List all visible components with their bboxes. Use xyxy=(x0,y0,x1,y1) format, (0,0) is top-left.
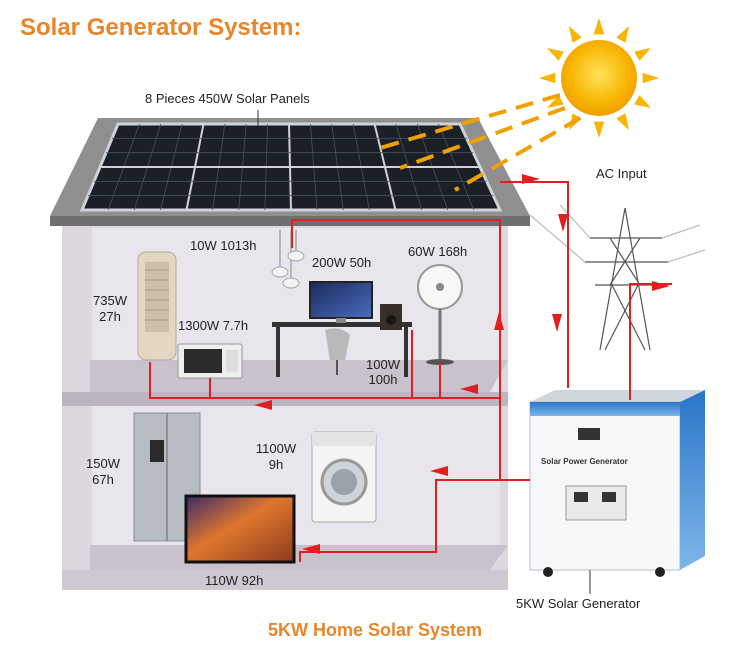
page-title: Solar Generator System: xyxy=(20,14,302,41)
stand-fan xyxy=(417,264,463,365)
generator-display xyxy=(578,428,600,440)
upper-floor xyxy=(90,360,508,392)
solar-panel-array xyxy=(79,122,503,212)
office-chair xyxy=(325,328,350,360)
solar-generator xyxy=(529,390,705,577)
speaker-hours-label: 100h xyxy=(368,372,398,387)
refrigerator xyxy=(133,412,201,542)
tv-label: 110W 92h xyxy=(205,573,264,588)
generator-label: 5KW Solar Generator xyxy=(516,596,641,611)
roof-edge xyxy=(50,216,530,226)
tower-air-conditioner xyxy=(137,251,177,361)
grid-to-generator-wire xyxy=(629,283,672,400)
computer-monitor xyxy=(309,281,373,319)
upper-feed-wire xyxy=(291,219,530,481)
microwave xyxy=(177,343,243,379)
lower-loop-wire xyxy=(299,479,530,562)
sun-ray xyxy=(616,113,629,130)
light-bulb-1 xyxy=(271,266,289,278)
washing-machine xyxy=(311,431,377,523)
tower-ac-power-label: 735W xyxy=(93,293,127,308)
arrow-left-1 xyxy=(460,384,478,394)
solar-panels-label: 8 Pieces 450W Solar Panels xyxy=(145,91,310,106)
arrow-right-1 xyxy=(522,174,540,184)
sun-disc xyxy=(561,40,637,116)
tower-ac-grille xyxy=(145,262,169,332)
fridge-power-label: 150W xyxy=(86,456,120,471)
fridge-hours-label: 67h xyxy=(92,472,114,487)
arrow-left-2 xyxy=(254,400,272,410)
computer-label: 200W 50h xyxy=(312,255,372,270)
tv-screen xyxy=(184,494,296,564)
sun xyxy=(379,18,659,192)
microwave-label: 1300W 7.7h xyxy=(178,318,249,333)
sun-ray xyxy=(547,95,564,108)
sun-ray xyxy=(539,72,556,84)
sunbeam-1 xyxy=(379,93,561,150)
sunbeam-3 xyxy=(454,116,581,192)
sun-ray xyxy=(634,95,651,108)
house-base xyxy=(62,570,508,590)
microwave-door xyxy=(184,349,222,373)
computer-desk xyxy=(272,281,412,377)
sun-ray xyxy=(634,48,651,61)
arrow-up-1 xyxy=(494,312,504,330)
sun-ray xyxy=(642,72,659,84)
flow-arrows xyxy=(254,174,670,554)
arrow-right-2 xyxy=(652,281,670,291)
ac-input-label: AC Input xyxy=(596,166,647,181)
generator-top xyxy=(530,390,705,402)
solar-panel-grid xyxy=(88,123,494,211)
fan-label: 60W 168h xyxy=(408,244,468,259)
arrow-down-2 xyxy=(552,314,562,332)
upper-return-wire xyxy=(149,362,500,399)
sun-ray xyxy=(593,18,605,35)
tower-ac-hours-label: 27h xyxy=(99,309,121,324)
washer-power-label: 1100W xyxy=(255,441,297,456)
desk-top xyxy=(272,322,412,327)
generator-panel-label: Solar Power Generator xyxy=(541,457,628,466)
sun-ray xyxy=(616,26,629,43)
sun-ray xyxy=(569,26,582,43)
transmission-tower xyxy=(529,204,706,351)
sun-ray xyxy=(593,121,605,138)
light-bulb-2 xyxy=(287,250,305,262)
arrow-left-3 xyxy=(430,466,448,476)
lights-label: 10W 1013h xyxy=(190,238,257,253)
pendant-lights xyxy=(271,230,305,289)
arrow-down-1 xyxy=(558,214,568,232)
generator-side xyxy=(680,390,705,570)
speaker-power-label: 100W xyxy=(366,357,400,372)
wiring xyxy=(149,181,672,562)
television xyxy=(184,494,296,564)
arrow-left-4 xyxy=(302,544,320,554)
bottom-caption: 5KW Home Solar System xyxy=(267,620,483,640)
light-bulb-3 xyxy=(282,277,300,289)
sun-ray xyxy=(547,48,564,61)
sunbeam-2 xyxy=(399,106,566,170)
washer-hours-label: 9h xyxy=(268,457,284,472)
